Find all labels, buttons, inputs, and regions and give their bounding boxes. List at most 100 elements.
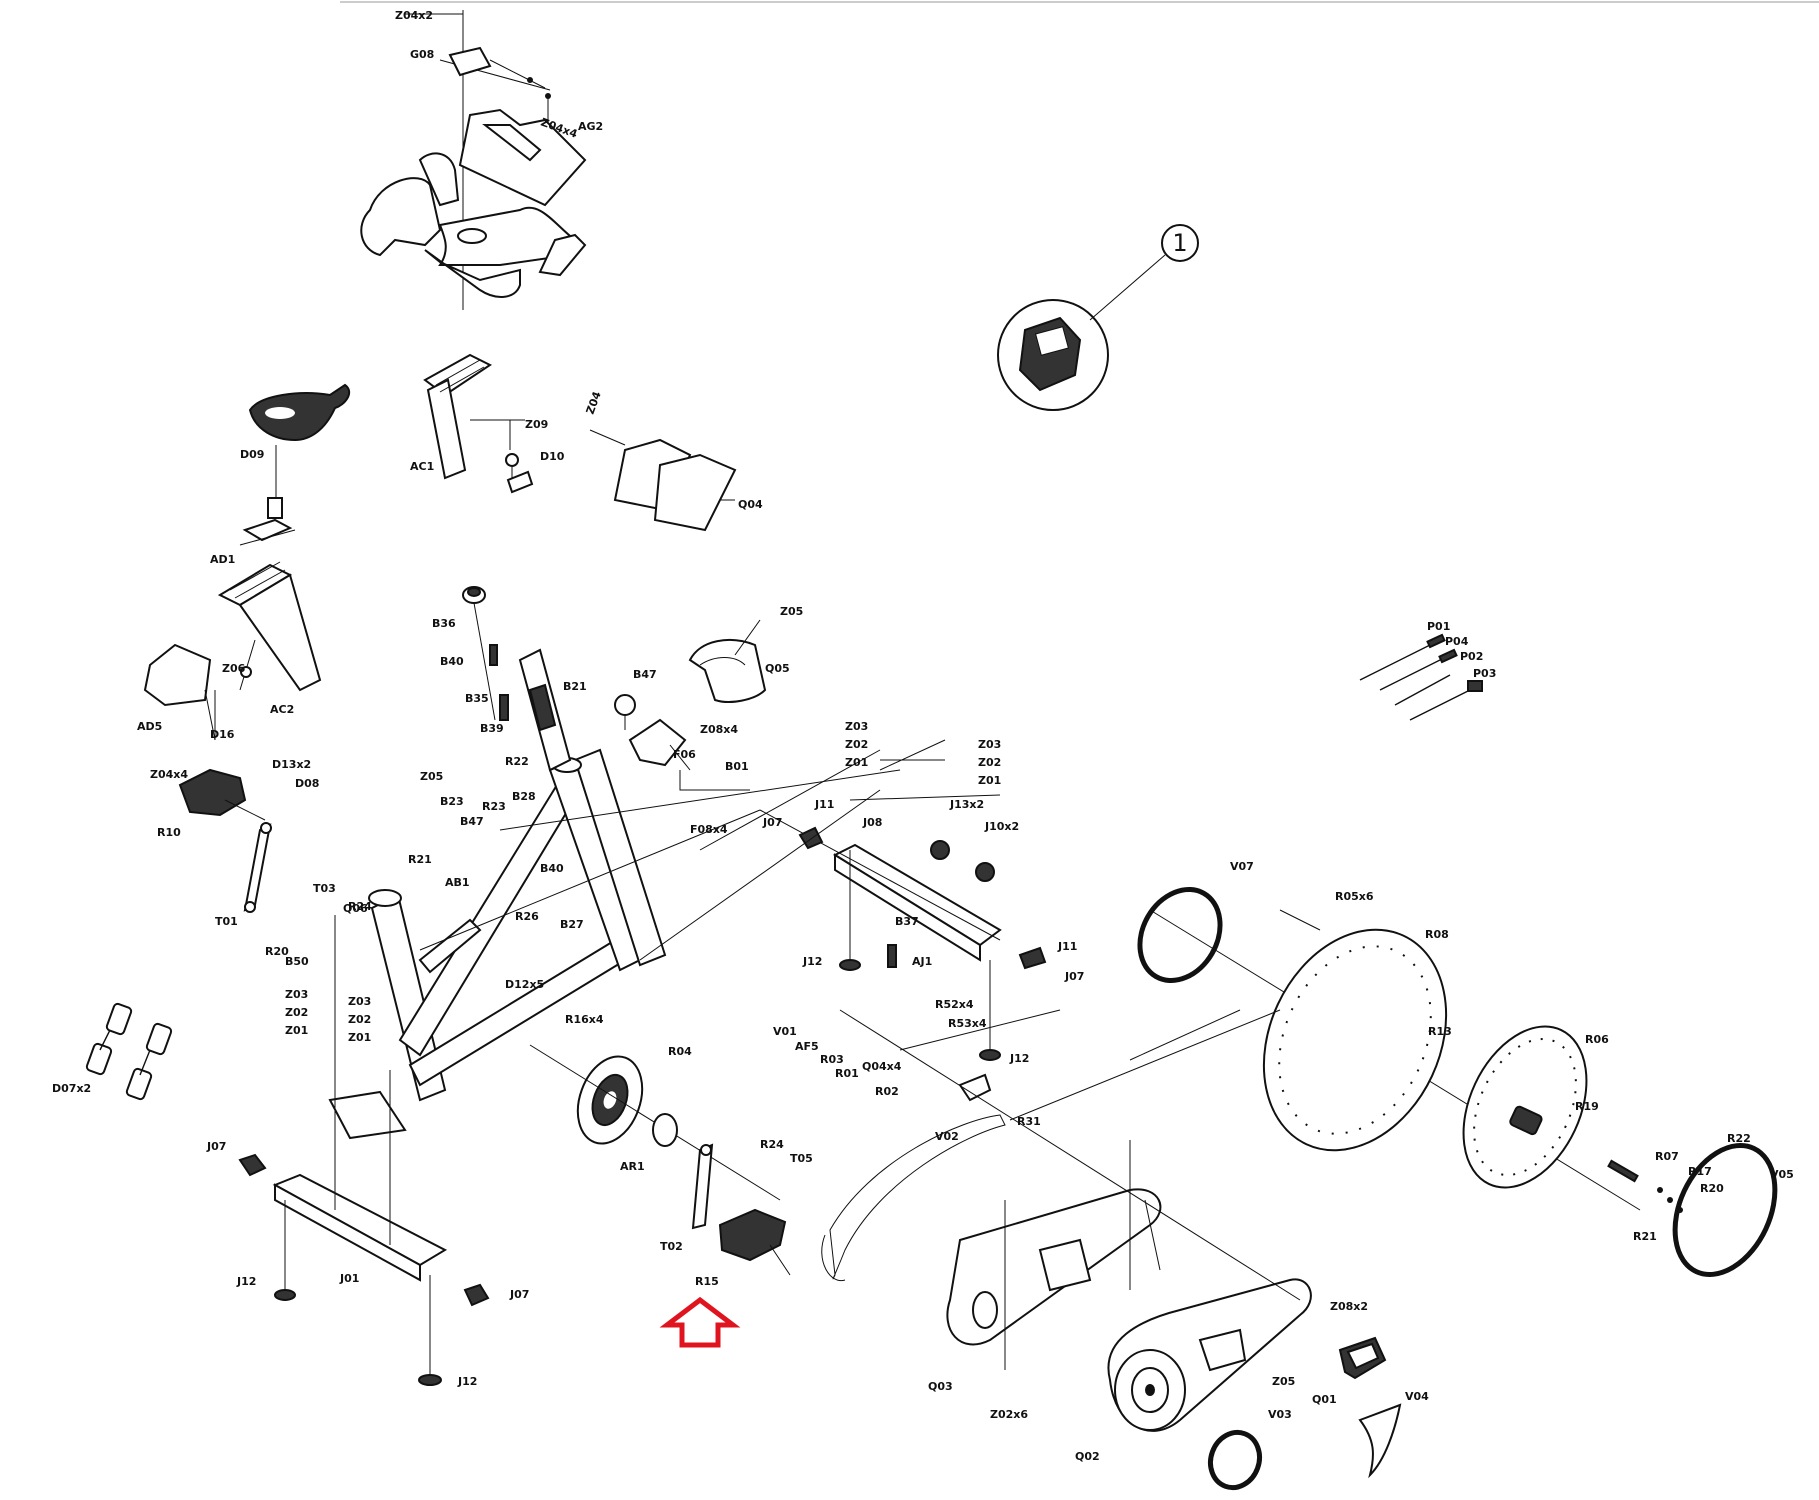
part-label: R03 <box>820 1053 844 1066</box>
part-label: B47 <box>633 668 657 681</box>
part-label: P01 <box>1427 620 1450 633</box>
part-label: J12 <box>236 1275 256 1288</box>
part-label: B21 <box>563 680 587 693</box>
part-label: J12 <box>457 1375 477 1388</box>
part-label: J07 <box>206 1140 226 1153</box>
part-label: J08 <box>862 816 882 829</box>
part-label: V01 <box>773 1025 797 1038</box>
part-label: AB1 <box>445 876 470 889</box>
part-label: B50 <box>285 955 309 968</box>
part-label: AF5 <box>795 1040 819 1053</box>
part-label: Z05 <box>780 605 803 618</box>
part-label: R07 <box>1655 1150 1679 1163</box>
part-label: V03 <box>1268 1408 1292 1421</box>
part-label: R16x4 <box>565 1013 604 1026</box>
part-label: R06 <box>1585 1033 1609 1046</box>
part-label: R21 <box>408 853 432 866</box>
part-label: T01 <box>215 915 238 928</box>
part-label: J11 <box>1057 940 1077 953</box>
drive-belt <box>821 1073 1006 1282</box>
part-label: R01 <box>835 1067 859 1080</box>
saddle-assembly <box>143 383 351 741</box>
right-pedal-crank <box>691 1143 791 1276</box>
part-label: R02 <box>875 1085 899 1098</box>
part-label: B40 <box>540 862 564 875</box>
part-label: AD1 <box>210 553 235 566</box>
part-label: R22 <box>505 755 529 768</box>
flywheel-disc <box>1262 928 1448 1152</box>
part-label: Z03 <box>845 720 868 733</box>
part-label: T02 <box>660 1240 683 1253</box>
part-label: B47 <box>460 815 484 828</box>
part-label: R20 <box>265 945 289 958</box>
part-label: B35 <box>465 692 489 705</box>
part-label: R22 <box>1727 1132 1751 1145</box>
part-label: D10 <box>540 450 565 463</box>
part-label: Z03 <box>285 988 308 1001</box>
part-label: B39 <box>480 722 504 735</box>
up-arrow-icon <box>659 1296 741 1348</box>
part-label: P03 <box>1473 667 1496 680</box>
part-label: P04 <box>1445 635 1469 648</box>
part-label: Z01 <box>845 756 868 769</box>
part-label: R13 <box>1428 1025 1452 1038</box>
part-label: V02 <box>935 1130 959 1143</box>
callout-number-circle <box>1161 224 1199 262</box>
part-label: Z05 <box>420 770 443 783</box>
part-label: Q04 <box>738 498 763 511</box>
main-frame <box>328 648 667 1140</box>
part-label: Z03 <box>348 995 371 1008</box>
part-label: T03 <box>313 882 336 895</box>
part-label: D13x2 <box>272 758 311 771</box>
part-labels: Z04x2 G08 Z04x4 AG2 D09 AD1 Z06 AD5 D16 … <box>52 9 1794 1463</box>
part-label: Z02 <box>348 1013 371 1026</box>
part-label: Z01 <box>348 1031 371 1044</box>
part-label: V04 <box>1405 1390 1429 1403</box>
part-label: B27 <box>560 918 584 931</box>
part-label: B23 <box>440 795 464 808</box>
part-label: R26 <box>515 910 539 923</box>
part-label: V07 <box>1230 860 1254 873</box>
part-label: Z04x4 <box>150 768 188 781</box>
part-label: Z02 <box>845 738 868 751</box>
part-label: Q04x4 <box>862 1060 902 1073</box>
part-label: AJ1 <box>912 955 932 968</box>
part-label: Z06 <box>222 662 246 675</box>
part-label: Z05 <box>1272 1375 1295 1388</box>
part-label: B40 <box>440 655 464 668</box>
small-ring <box>1207 1429 1263 1491</box>
part-label: Z01 <box>285 1024 308 1037</box>
flywheel-ring-right <box>1672 1143 1778 1277</box>
bottle-holder <box>589 429 737 532</box>
callout-number: 1 <box>1172 229 1187 257</box>
flywheel-hub-disc <box>1462 1025 1588 1189</box>
part-label: J11 <box>814 798 834 811</box>
part-label: R15 <box>695 1275 719 1288</box>
axle-hardware <box>1607 1159 1683 1213</box>
part-label: V05 <box>1770 1168 1794 1181</box>
console-callout: 1 <box>997 224 1199 411</box>
part-label: AR1 <box>620 1160 645 1173</box>
part-label: F06 <box>673 748 696 761</box>
part-label: P02 <box>1460 650 1483 663</box>
part-label: J01 <box>339 1272 359 1285</box>
part-label: Z02 <box>978 756 1001 769</box>
part-label: D12x5 <box>505 978 544 991</box>
part-label: D07x2 <box>52 1082 91 1095</box>
part-label: R08 <box>1425 928 1449 941</box>
part-label: B37 <box>895 915 919 928</box>
part-label: J07 <box>1064 970 1084 983</box>
part-label: R31 <box>1017 1115 1041 1128</box>
part-label: R20 <box>1700 1182 1724 1195</box>
part-label: Z08x2 <box>1330 1300 1368 1313</box>
part-label: T05 <box>790 1152 813 1165</box>
part-label: Z02x6 <box>990 1408 1028 1421</box>
part-label: D08 <box>295 777 319 790</box>
part-label: R23 <box>482 800 506 813</box>
shroud-cover <box>688 619 767 703</box>
part-label: Z09 <box>525 418 548 431</box>
part-label: Z04x2 <box>395 9 433 22</box>
handlebar-assembly <box>360 10 587 310</box>
part-label: R10 <box>157 826 181 839</box>
handlebar-post <box>423 353 534 494</box>
